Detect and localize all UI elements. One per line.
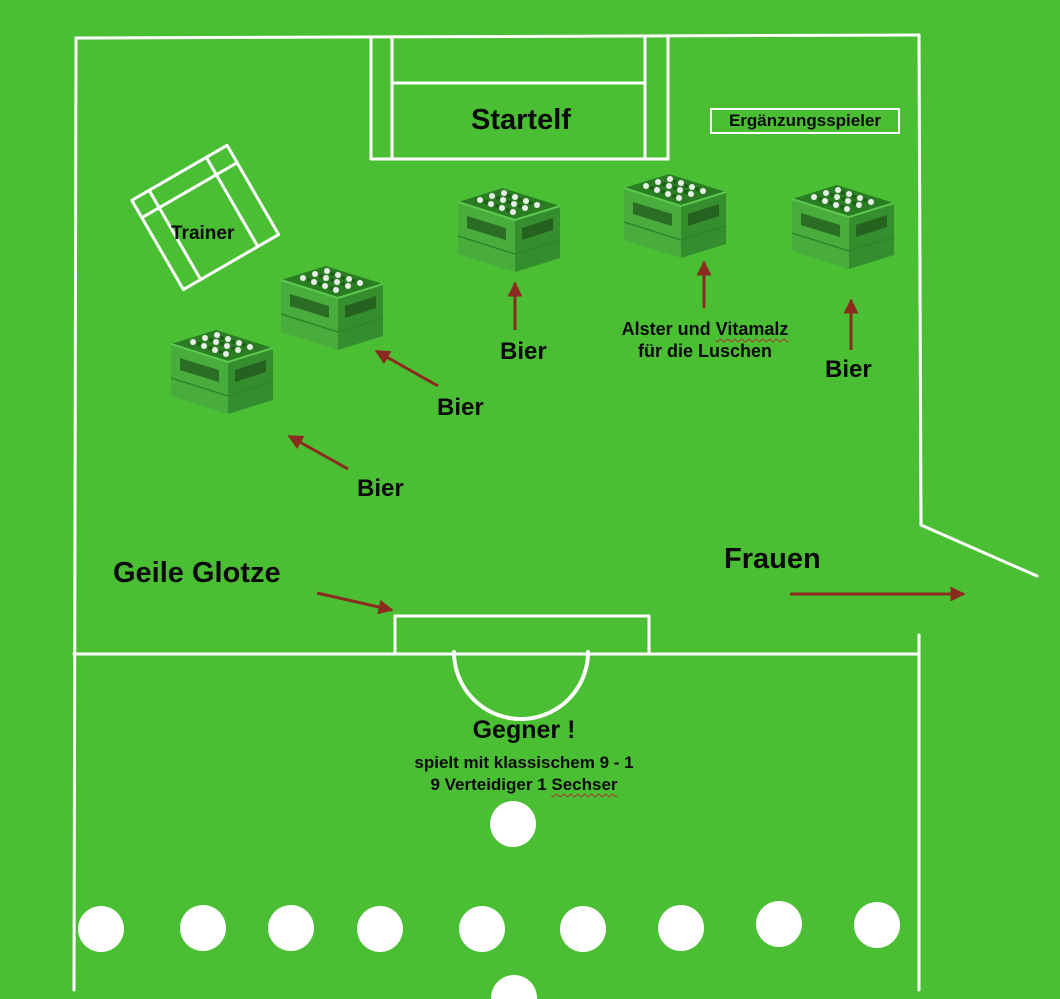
sechser-text: Sechser — [551, 775, 618, 794]
player-dot-icon — [78, 906, 124, 952]
trainer-bench — [130, 143, 281, 292]
player-dot-icon — [490, 801, 536, 847]
player-dot-icon — [560, 906, 606, 952]
arrow-bier-4 — [287, 434, 349, 471]
gegner-formation-text: spielt mit klassischem 9 - 1 — [414, 753, 634, 772]
gegner-title: Gegner ! — [472, 716, 576, 744]
luschen-text: für die Luschen — [637, 341, 772, 361]
player-dot-icon — [756, 901, 802, 947]
trainer-label: Trainer — [171, 223, 235, 244]
touchline-right — [917, 33, 923, 527]
goal-area-top — [369, 36, 670, 161]
frauen-label: Frauen — [724, 543, 821, 575]
player-dot-icon — [658, 905, 704, 951]
alster-text: Alster und — [621, 319, 716, 339]
arrow-bier-3 — [374, 349, 439, 388]
bier-label: Bier — [825, 356, 872, 383]
player-dot-icon — [854, 902, 900, 948]
beer-crate-icon — [280, 265, 384, 351]
center-box — [393, 614, 651, 654]
bier-label: Bier — [357, 475, 404, 502]
beer-crate-icon — [457, 187, 561, 273]
vitamalz-text: Vitamalz — [715, 319, 789, 339]
beer-crate-icon — [791, 184, 895, 270]
beer-crate-icon — [623, 173, 727, 259]
bier-label: Bier — [437, 394, 484, 421]
bier-label: Bier — [500, 338, 547, 365]
beer-crate-icon — [170, 329, 274, 415]
player-dot-icon — [268, 905, 314, 951]
startelf-label: Startelf — [471, 104, 571, 136]
goal-line-top — [74, 33, 921, 40]
touchline-left — [72, 36, 78, 992]
player-dot-icon — [459, 906, 505, 952]
gegner-description: spielt mit klassischem 9 - 1 9 Verteidig… — [379, 752, 669, 796]
door-line — [919, 523, 1039, 578]
gegner-detail-text: 9 Verteidiger 1 — [430, 775, 552, 794]
alster-label: Alster und Vitamalz für die Luschen — [600, 318, 810, 362]
center-arc — [452, 650, 590, 721]
player-dot-icon — [180, 905, 226, 951]
player-dot-icon — [491, 975, 537, 999]
arrow-geile-glotze — [316, 591, 394, 615]
geile-glotze-label: Geile Glotze — [113, 557, 281, 589]
ergaenzungsspieler-label: Ergänzungsspieler — [710, 108, 900, 134]
player-dot-icon — [357, 906, 403, 952]
